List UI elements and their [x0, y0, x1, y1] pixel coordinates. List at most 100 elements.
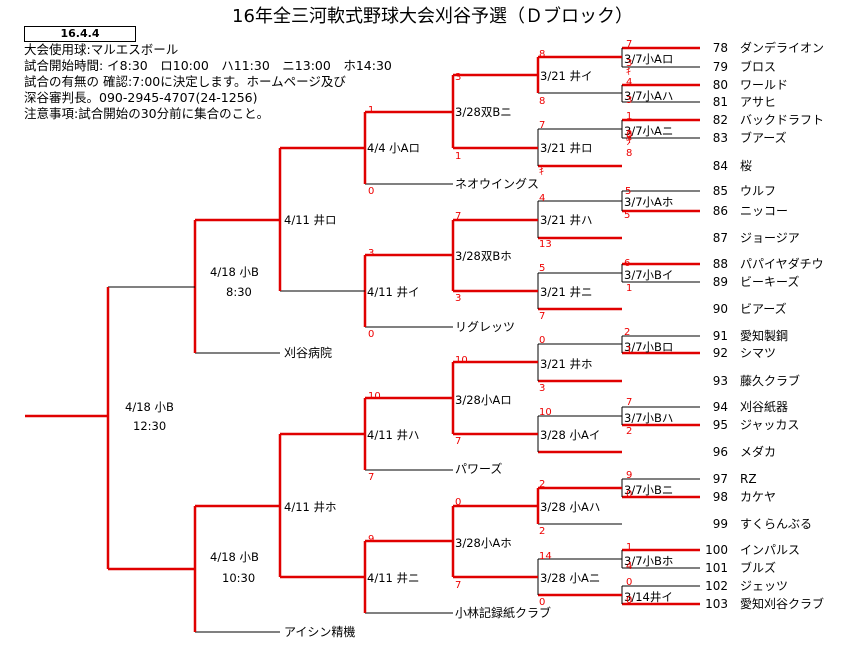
game-label: 3/7小Bロ: [624, 340, 674, 354]
team-number: 88: [712, 257, 728, 271]
game-label: 3/14井イ: [624, 590, 673, 604]
score-label: 3: [626, 95, 633, 106]
game-label: 3/28 小Aニ: [540, 571, 601, 585]
score-label: 2: [626, 426, 633, 437]
score-label: 8: [539, 96, 546, 107]
team-number: 81: [712, 95, 728, 109]
team-number: 91: [712, 329, 728, 343]
game-label: 3/28 小Aイ: [540, 428, 601, 442]
score-label: 0: [539, 597, 546, 608]
score-label: 5: [624, 210, 631, 221]
score-label: 1: [368, 105, 375, 116]
team-name: バックドラフト: [740, 113, 825, 127]
score-label: 0: [626, 130, 633, 141]
score-label: 7: [539, 311, 546, 322]
team-number: 98: [712, 490, 728, 504]
team-name: リグレッツ: [455, 320, 516, 334]
team-name: ジェッツ: [740, 579, 789, 593]
team-name: ネオウイングス: [455, 177, 540, 191]
score-label: 3: [626, 58, 633, 69]
game-label: 3/7小Bホ: [624, 554, 674, 568]
game-label: 4/11 井ホ: [284, 500, 337, 514]
team-number: 87: [712, 231, 728, 245]
game-time: 8:30: [226, 285, 252, 299]
score-label: 0: [626, 489, 633, 500]
score-label: 3: [368, 248, 375, 259]
score-label: 3: [626, 129, 633, 140]
team-number: 86: [712, 204, 728, 218]
team-number: 101: [705, 561, 728, 575]
game-label: 3/7小Aロ: [624, 52, 674, 66]
date-box: 16.4.4: [24, 26, 136, 42]
score-label: 7: [368, 472, 375, 483]
page-title: 16年全三河軟式野球大会刈谷予選（Ｄブロック）: [232, 6, 633, 27]
team-name: ウルフ: [740, 184, 777, 198]
info-line: 注意事項:試合開始の30分前に集合のこと。: [24, 106, 270, 121]
game-label: 4/11 井イ: [367, 285, 420, 299]
team-number: 90: [712, 302, 728, 316]
score-label: 8: [539, 49, 546, 60]
team-number: 82: [712, 113, 728, 127]
game-time: 10:30: [222, 571, 256, 585]
team-name: アイシン精機: [284, 625, 356, 639]
team-number: 97: [712, 472, 728, 486]
team-name: ジャッカス: [740, 418, 800, 432]
game-label: 3/7小Bニ: [624, 483, 674, 497]
team-name: パパイヤダチウ: [740, 257, 824, 271]
score-label: 1: [626, 542, 633, 553]
score-label: 2: [539, 479, 546, 490]
score-label: 0: [368, 329, 375, 340]
score-label: 4: [626, 561, 633, 572]
team-name: すくらんぶる: [740, 517, 813, 531]
game-time: 12:30: [133, 419, 167, 433]
score-label: 4: [539, 193, 546, 204]
score-label: 10: [539, 407, 552, 418]
tournament-info: 大会使用球:マルエスボール 試合開始時間: イ8:30 ロ10:00 ハ11:3…: [24, 42, 392, 122]
score-label: 1: [455, 151, 462, 162]
team-number: 78: [712, 41, 728, 55]
team-name: ワールド: [740, 78, 789, 92]
score-label: 14: [539, 551, 552, 562]
score-label: 2: [624, 327, 631, 338]
score-label: 7: [455, 580, 462, 591]
score-label: 7: [455, 211, 462, 222]
score-label: 1: [626, 111, 633, 122]
team-name: 刈谷紙器: [740, 400, 789, 414]
team-entry: 80 ワールド: [700, 78, 788, 92]
game-label: 3/7小Aホ: [624, 195, 674, 209]
score-label: 5: [539, 263, 546, 274]
score-label: 2: [539, 526, 546, 537]
team-number: 89: [712, 275, 728, 289]
team-name: インパルス: [740, 543, 801, 557]
game-label: 3/7小Bハ: [624, 411, 674, 425]
info-line: 深谷審判長。090-2945-4707(24-1256): [24, 90, 258, 105]
team-number: 80: [712, 78, 728, 92]
team-name: ジョージア: [740, 231, 800, 245]
team-name: カケヤ: [740, 490, 777, 504]
score-label: 7: [626, 39, 633, 50]
game-label: 3/28 小Aハ: [540, 500, 601, 514]
score-label: 1: [626, 283, 633, 294]
score-label: 9: [626, 470, 633, 481]
team-name: 桜: [740, 159, 753, 173]
info-line: 試合開始時間: イ8:30 ロ10:00 ハ11:30 ニ13:00 ホ14:3…: [24, 58, 392, 73]
team-name: ブアーズ: [740, 131, 787, 145]
info-line: 試合の有無の 確認:7:00に決定します。ホームページ及び: [24, 74, 346, 89]
team-entry: 89 ビーキーズ: [700, 275, 800, 289]
score-label: 5: [625, 186, 632, 197]
game-label: 3/28双Bホ: [455, 249, 512, 263]
game-label: 3/21 井イ: [540, 69, 593, 83]
team-name: ビーキーズ: [740, 275, 800, 289]
